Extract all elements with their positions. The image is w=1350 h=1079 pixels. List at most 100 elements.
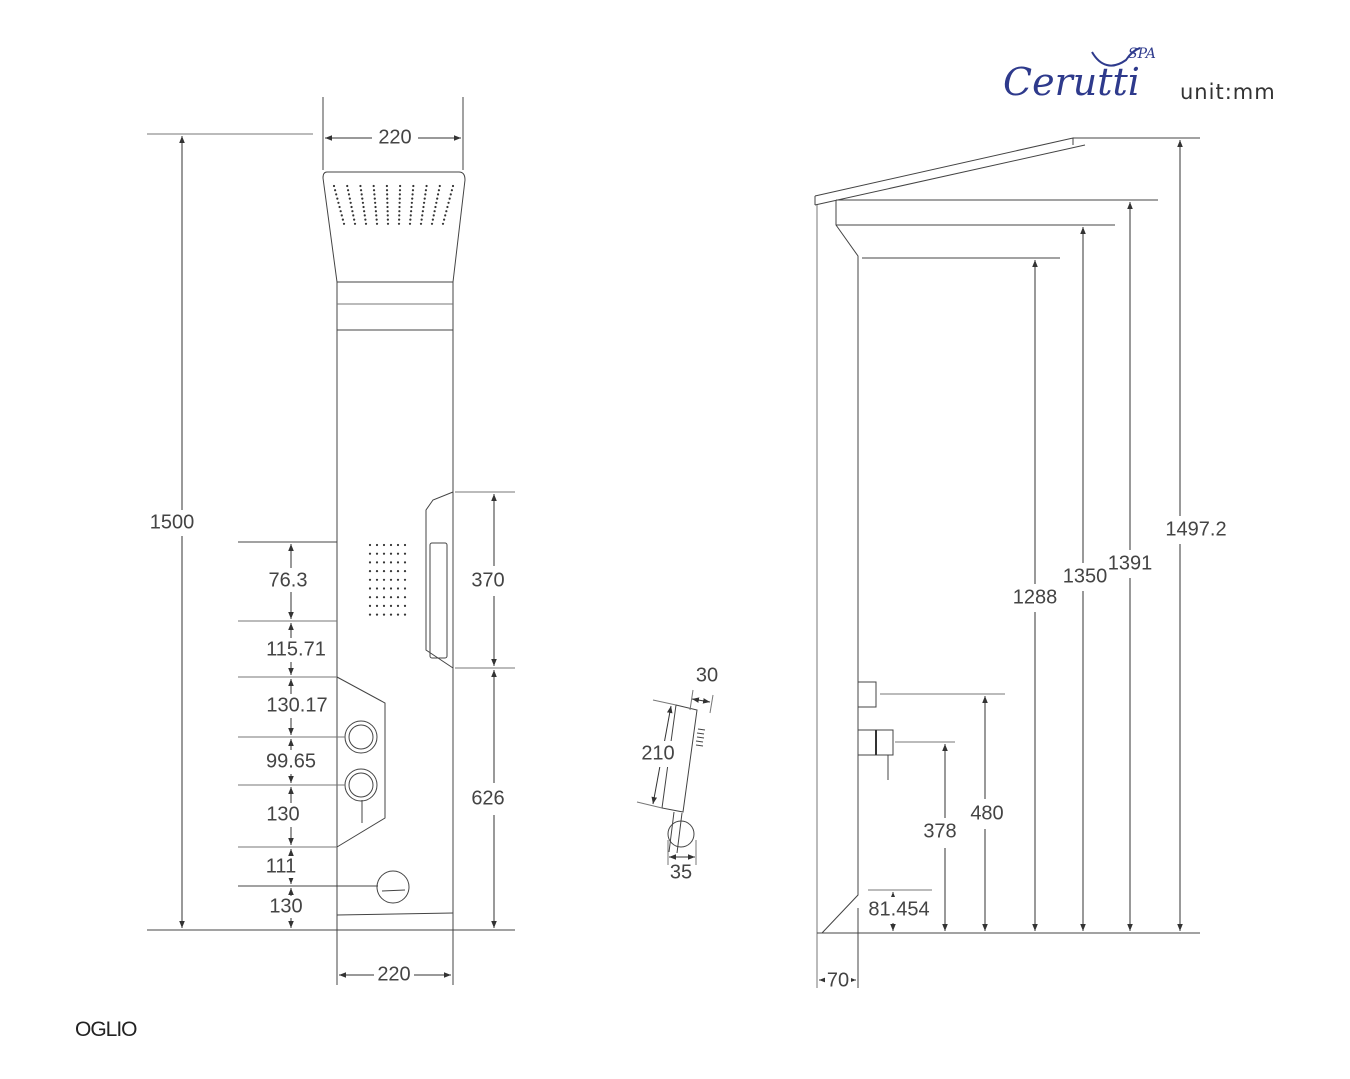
nozzle-dot [382,604,386,608]
nozzle-dot [375,552,379,555]
nozzle-dot [386,210,389,213]
body-jet-nozzles [368,543,407,616]
nozzle-dot [451,184,455,188]
nozzle-dot [448,197,451,200]
nozzle-dot [389,613,393,616]
brand-suffix: SPA [1128,46,1156,62]
nozzle-dot [411,189,415,192]
nozzle-dot [368,587,372,590]
nozzle-dot [382,578,386,581]
dim-chain-4: 99.65 [266,750,316,772]
nozzle-dot [421,214,424,217]
nozzle-dot [338,205,341,209]
nozzle-dot [340,214,343,217]
nozzle-dot [399,184,402,188]
nozzle-dot [361,201,365,204]
nozzle-dot [382,613,386,616]
nozzle-dot [433,210,436,213]
nozzle-dot [368,543,372,547]
nozzle-dot [396,543,400,547]
nozzle-dot [446,205,449,209]
nozzle-dot [375,604,379,608]
dim-height-arm: 1391 [1108,552,1153,574]
dim-chain-2: 115.71 [266,638,326,660]
nozzle-dot [441,222,445,225]
nozzle-dot [445,210,448,213]
side-view: 1497.2 1391 1350 1288 480 378 81.454 70 [814,137,1228,992]
nozzle-dot [443,218,446,221]
nozzle-dot [398,201,401,204]
dim-height-base: 81.454 [868,898,929,920]
nozzle-dot [403,578,407,581]
nozzle-dot [368,613,372,616]
nozzle-dot [364,218,367,221]
nozzle-dot [447,201,450,204]
nozzle-dot [337,201,340,204]
nozzle-dot [386,222,390,225]
nozzle-dot [375,561,379,564]
nozzle-dot [359,184,362,188]
nozzle-dot [389,561,393,564]
nozzle-dot [444,214,447,217]
nozzle-dot [403,596,407,599]
nozzle-dot [449,193,452,196]
nozzle-dot [411,193,414,196]
nozzle-dot [368,552,372,555]
control-knob [344,768,378,802]
nozzle-dot [339,210,342,213]
nozzle-dot [375,218,378,221]
nozzle-dot [348,197,351,200]
nozzle-dot [403,613,407,616]
nozzle-dot [396,561,400,564]
brand-logo: Cerutti SPA [1003,46,1156,104]
nozzle-dot [362,205,365,209]
unit-label: unit:mm [1180,80,1276,104]
nozzle-dot [422,201,426,204]
nozzle-dot [368,604,372,608]
nozzle-dot [353,222,357,225]
nozzle-dot [372,184,375,188]
dim-depth: 70 [827,969,849,991]
nozzle-dot [382,596,386,599]
nozzle-dot [375,543,379,547]
nozzle-dot [409,218,412,221]
nozzle-dot [382,543,386,547]
nozzle-dot [375,613,379,616]
nozzle-dot [375,214,378,217]
nozzle-dot [346,184,349,188]
nozzle-dot [438,184,441,188]
dim-height-total: 1497.2 [1165,518,1226,540]
nozzle-dot [351,210,354,213]
nozzle-dot [374,205,377,209]
nozzle-dot [382,552,386,555]
nozzle-dot [360,193,363,196]
dim-hand-shower-width: 30 [696,664,718,686]
nozzle-dot [450,189,453,192]
nozzle-dot [432,214,435,217]
nozzle-dot [375,222,379,225]
nozzle-dot [375,596,379,599]
nozzle-dot [389,578,393,581]
nozzle-dot [349,201,352,204]
nozzle-dot [398,205,401,209]
nozzle-dot [434,205,437,209]
nozzle-dot [398,193,401,196]
nozzle-dot [408,222,412,225]
nozzle-dot [403,561,407,564]
nozzle-dot [398,210,401,213]
valve-side [857,681,877,708]
nozzle-dot [385,189,389,192]
nozzle-dot [386,205,389,209]
nozzle-dot [437,189,441,192]
nozzle-dot [431,218,434,221]
nozzle-dot [425,184,428,188]
control-knob [344,720,378,754]
nozzle-dot [410,205,413,209]
nozzle-dot [403,604,407,608]
nozzle-dot [424,189,428,192]
nozzle-dot [389,552,393,555]
nozzle-dot [409,214,412,217]
dim-bottom-width: 220 [377,963,410,985]
nozzle-dot [403,587,407,590]
nozzle-dot [374,210,377,213]
